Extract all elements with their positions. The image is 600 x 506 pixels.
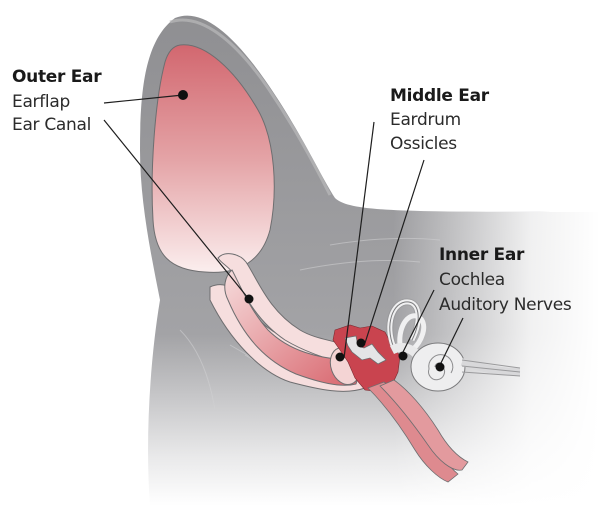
cochlea-label: Cochlea [439, 270, 505, 290]
cochlea-dot [398, 351, 408, 361]
earflap-interior [151, 44, 275, 273]
leader-dots [178, 90, 445, 372]
outer-ear-heading: Outer Ear [12, 67, 102, 87]
leader-lines [103, 94, 464, 368]
earflap-dot [178, 90, 188, 100]
ear-canal-dot [244, 294, 254, 304]
earflap-label: Earflap [12, 92, 70, 112]
eustachian-tube-inner [379, 379, 469, 471]
eardrum-dot [335, 352, 345, 362]
ossicles-label: Ossicles [390, 134, 457, 154]
ear-canal-label: Ear Canal [12, 115, 92, 135]
eardrum-label: Eardrum [390, 110, 461, 130]
auditory-nerves [460, 358, 521, 377]
inner-ear-heading: Inner Ear [439, 245, 525, 265]
middle-ear-heading: Middle Ear [390, 86, 489, 106]
ossicles-dot [356, 338, 366, 348]
auditory-nerves-dot [435, 362, 445, 372]
auditory-nerves-label: Auditory Nerves [439, 295, 572, 315]
